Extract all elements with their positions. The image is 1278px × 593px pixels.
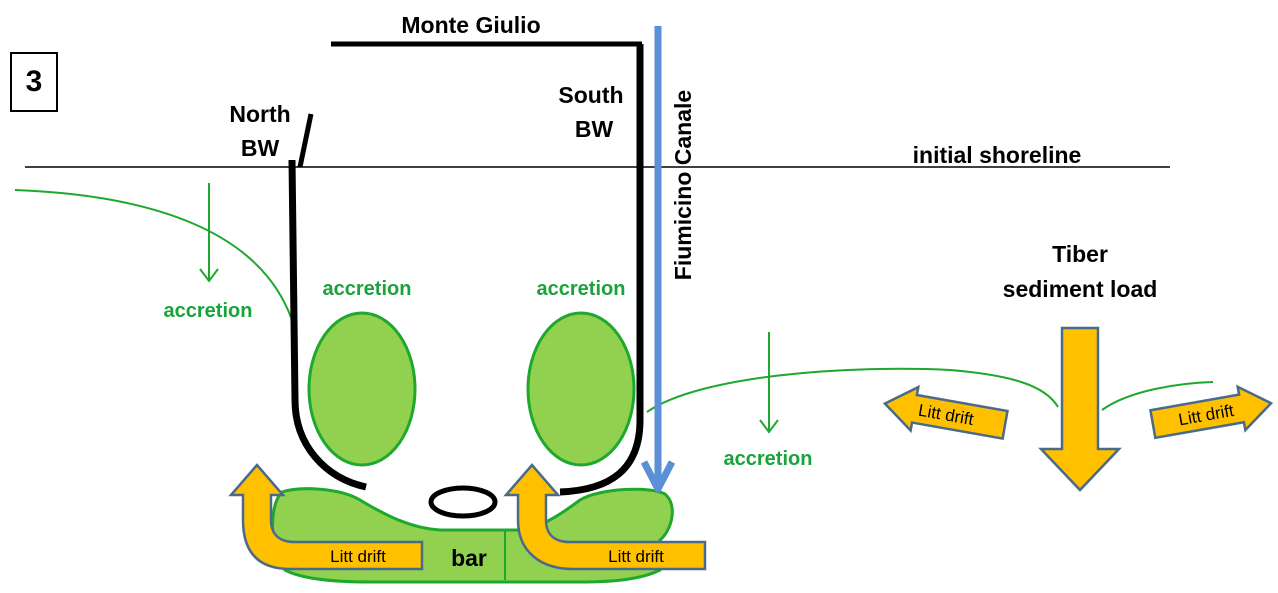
tiber-sediment-arrow [1038, 326, 1122, 492]
litt-drift-label-3: Litt drift [330, 547, 386, 566]
accretion-label-west: accretion [164, 300, 253, 322]
initial-shoreline-label: initial shoreline [913, 142, 1082, 168]
accretion-label-east: accretion [724, 448, 813, 470]
north-breakwater [288, 159, 367, 491]
south-bw-label-line1: South [558, 82, 623, 108]
north-bw-upper [297, 113, 314, 168]
litt-drift-label-4: Litt drift [608, 547, 664, 566]
accretion-label-right-ellipse: accretion [537, 278, 626, 300]
accretion-ellipse-left [307, 311, 417, 467]
accretion-arrow-west [199, 183, 219, 283]
accretion-arrow-east [759, 332, 779, 434]
accretion-label-left-ellipse: accretion [323, 278, 412, 300]
west-shoreline-curve [14, 189, 293, 321]
accretion-ellipse-right [526, 311, 636, 467]
east-shoreline-curve-2 [1101, 381, 1214, 411]
canal-arrow [640, 26, 676, 493]
tiber-label-line2: sediment load [1003, 276, 1158, 302]
mouth-ellipse [428, 485, 498, 519]
south-breakwater [559, 44, 644, 496]
north-bw-label-line2: BW [241, 135, 280, 161]
east-shoreline-curve [646, 367, 1059, 413]
canal-label: Fiumicino Canale [670, 90, 696, 280]
north-bw-label-line1: North [229, 101, 290, 127]
panel-number: 3 [25, 65, 43, 98]
litt-drift-arrow-bar-right: Litt drift [503, 463, 707, 571]
litt-drift-arrow-east: Litt drift [1149, 384, 1274, 440]
south-bw-label-line2: BW [575, 116, 614, 142]
litt-drift-arrow-west: Litt drift [882, 384, 1009, 441]
panel-number-box: 3 [10, 52, 58, 112]
tiber-label-line1: Tiber [1052, 241, 1108, 267]
litt-drift-arrow-bar-left: Litt drift [228, 463, 424, 571]
monte-giulio-label: Monte Giulio [401, 12, 540, 38]
bar-label: bar [451, 545, 487, 571]
